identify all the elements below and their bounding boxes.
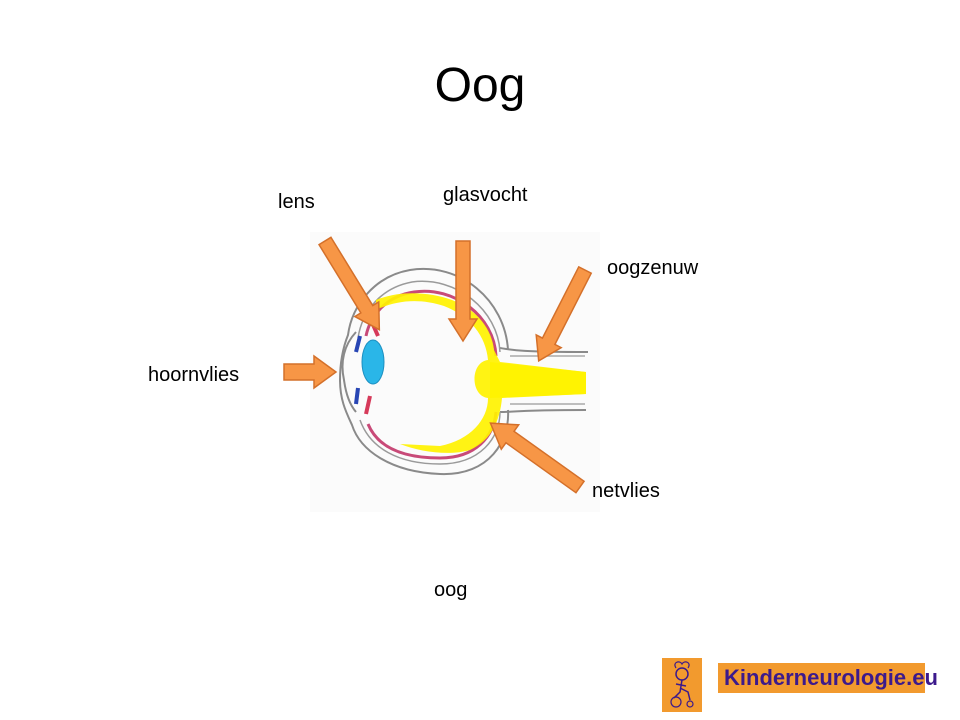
cornea — [341, 331, 357, 413]
arrow-hoornvlies — [283, 354, 338, 390]
vitreous-body — [376, 293, 586, 453]
sclera-outer — [338, 267, 510, 476]
eye-lens — [361, 339, 385, 385]
label-oogzenuw: oogzenuw — [607, 257, 699, 279]
logo-emblem-icon — [662, 658, 702, 712]
kinderneurologie-logo[interactable]: Kinderneurologie.eu — [662, 658, 938, 712]
logo-text: Kinderneurologie.eu — [718, 663, 938, 693]
iris-bottom — [354, 387, 360, 405]
optic-nerve-core — [490, 362, 586, 398]
label-netvlies: netvlies — [592, 480, 660, 502]
ciliary-bottom — [364, 395, 372, 415]
optic-nerve-sheath — [499, 347, 589, 413]
label-lens: lens — [278, 191, 315, 213]
arrow-glasvocht — [447, 240, 479, 343]
iris-top — [354, 335, 362, 353]
label-glasvocht: glasvocht — [443, 184, 528, 206]
label-hoornvlies: hoornvlies — [148, 364, 240, 386]
arrow-lens — [318, 236, 381, 331]
slide-title: Oog — [434, 59, 526, 112]
arrow-oogzenuw — [535, 265, 593, 363]
diagram-caption: oog — [434, 579, 468, 601]
arrow-netvlies — [489, 422, 586, 494]
